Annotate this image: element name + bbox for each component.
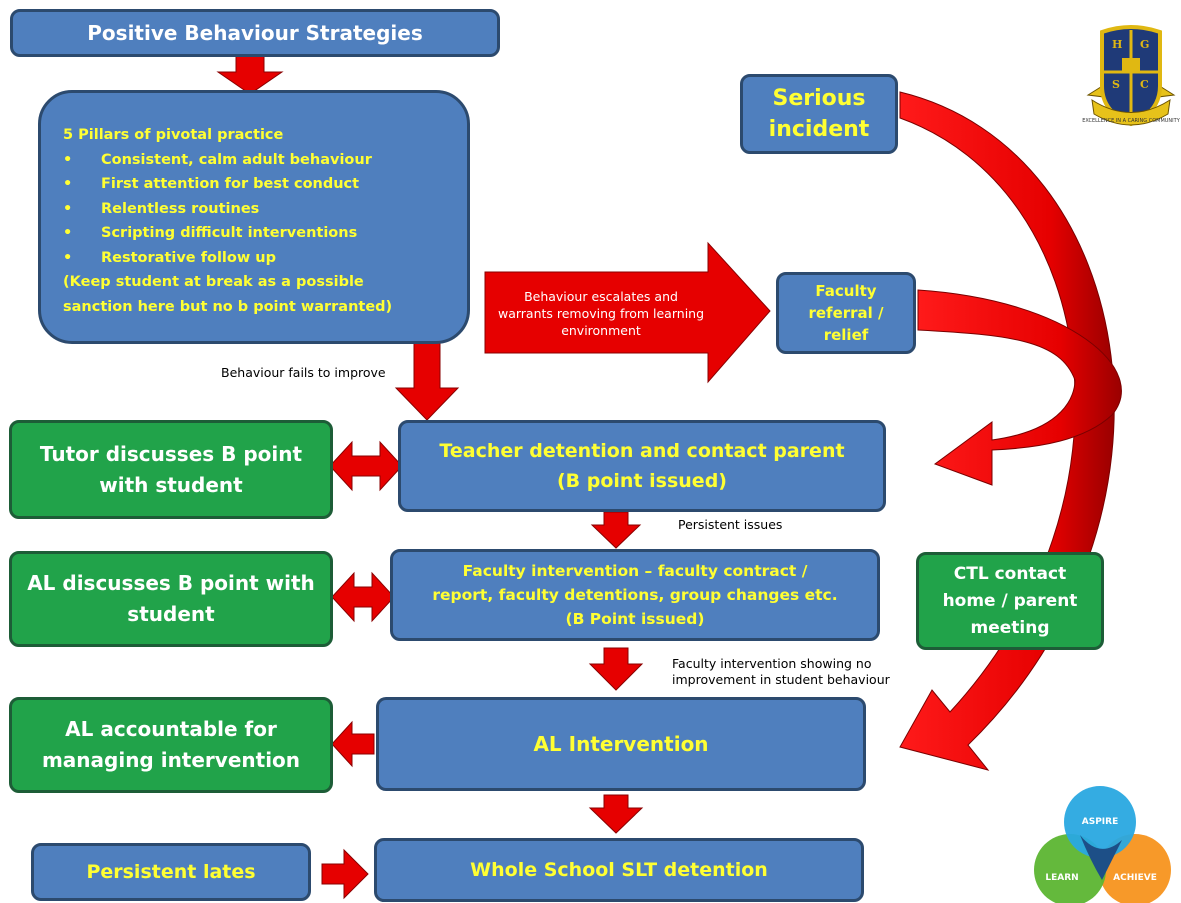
page-title: Positive Behaviour Strategies [87, 21, 423, 45]
pillars-box: 5 Pillars of pivotal practice •Consisten… [38, 90, 470, 344]
tutor-discusses-line2: with student [99, 472, 243, 497]
ctl-contact-line2: home / parent [942, 590, 1078, 611]
faculty-referral-box: Faculty referral / relief [776, 272, 916, 354]
down-arrow-title [216, 55, 284, 95]
pillars-heading: 5 Pillars of pivotal practice [63, 127, 284, 143]
faculty-intervention-line3: (B Point issued) [565, 610, 705, 628]
al-intervention-label: AL Intervention [533, 732, 709, 756]
pillars-note-line1: (Keep student at break as a possible [63, 274, 364, 290]
faculty-referral-curved-arrow [917, 289, 1122, 486]
title-box: Positive Behaviour Strategies [10, 9, 500, 57]
double-arrow-al [331, 571, 395, 623]
pillar-item-label: Relentless routines [101, 200, 260, 217]
down-arrow-slt [588, 794, 644, 834]
teacher-detention-line1: Teacher detention and contact parent [439, 440, 845, 462]
pillars-list-item: •Consistent, calm adult behaviour [63, 151, 372, 168]
serious-incident-box: Serious incident [740, 74, 898, 154]
double-arrow-tutor [329, 440, 403, 492]
faculty-referral-line3: relief [823, 326, 869, 344]
al-accountable-line1: AL accountable for [65, 717, 277, 741]
al-accountable-box: AL accountable for managing intervention [9, 697, 333, 793]
persistent-lates-box: Persistent lates [31, 843, 311, 901]
escalation-arrow-text: Behaviour escalates and warrants removin… [490, 288, 712, 339]
values-logo: ASPIRE LEARN ACHIEVE [1034, 786, 1171, 903]
pillars-note-line2: sanction here but no b point warranted) [63, 298, 393, 315]
values-achieve-label: ACHIEVE [1113, 873, 1157, 883]
teacher-detention-line2: (B point issued) [556, 470, 727, 492]
persistent-lates-label: Persistent lates [86, 861, 256, 883]
ctl-contact-box: CTL contact home / parent meeting [916, 552, 1104, 650]
pillars-list-item: •Relentless routines [63, 200, 260, 217]
down-arrow-persistent [590, 511, 642, 549]
faculty-referral-line1: Faculty [815, 282, 877, 300]
crest-letters: H G S C [1108, 38, 1154, 100]
persistent-issues-label: Persistent issues [678, 517, 783, 532]
al-accountable-line2: managing intervention [41, 748, 301, 772]
right-arrow-lates [321, 848, 369, 900]
values-aspire-label: ASPIRE [1082, 817, 1118, 827]
faculty-intervention-line2: report, faculty detentions, group change… [432, 586, 838, 604]
escalation-arrow [484, 241, 771, 384]
no-improvement-line1: Faculty intervention showing no [672, 656, 872, 671]
slt-detention-label: Whole School SLT detention [470, 859, 768, 881]
pillar-item-label: First attention for best conduct [101, 176, 360, 192]
ctl-contact-line3: meeting [970, 617, 1050, 638]
serious-incident-line1: Serious [772, 86, 866, 111]
pillar-item-label: Restorative follow up [101, 249, 277, 266]
al-intervention-box: AL Intervention [376, 697, 866, 791]
left-arrow-al-accountable [331, 720, 375, 768]
escalation-line1: Behaviour escalates and [524, 289, 678, 304]
al-discusses-line1: AL discusses B point with [27, 571, 315, 595]
faculty-referral-line2: referral / [808, 304, 884, 322]
pillars-list-item: •Restorative follow up [63, 249, 277, 266]
slt-detention-box: Whole School SLT detention [374, 838, 864, 902]
crest-letter-4: C [1140, 78, 1149, 91]
pillar-item-label: Scripting difficult interventions [101, 225, 358, 241]
escalation-line3: environment [561, 323, 641, 338]
ctl-contact-line1: CTL contact [953, 563, 1067, 584]
crest-motto: EXCELLENCE IN A CARING COMMUNITY [1082, 118, 1180, 124]
no-improvement-line2: improvement in student behaviour [672, 672, 890, 687]
faculty-intervention-line1: Faculty intervention – faculty contract … [462, 562, 808, 580]
down-arrow-no-improvement [588, 647, 644, 691]
crest-letter-3: S [1112, 78, 1120, 91]
fails-to-improve-label: Behaviour fails to improve [221, 365, 386, 380]
tutor-discusses-box: Tutor discusses B point with student [9, 420, 333, 519]
no-improvement-label: Faculty intervention showing no improvem… [672, 656, 890, 688]
escalation-line2: warrants removing from learning [497, 306, 705, 321]
values-learn-label: LEARN [1045, 873, 1078, 883]
serious-incident-line2: incident [768, 117, 870, 142]
crest-letter-2: G [1140, 38, 1150, 51]
teacher-detention-box: Teacher detention and contact parent (B … [398, 420, 886, 512]
crest-letter-1: H [1112, 38, 1123, 51]
al-discusses-box: AL discusses B point with student [9, 551, 333, 647]
school-crest-logo: EXCELLENCE IN A CARING COMMUNITY [1082, 25, 1181, 127]
al-discusses-line2: student [127, 602, 215, 626]
faculty-intervention-box: Faculty intervention – faculty contract … [390, 549, 880, 641]
pillars-list-item: •First attention for best conduct [63, 176, 360, 192]
tutor-discusses-line1: Tutor discusses B point [39, 441, 303, 466]
pillar-item-label: Consistent, calm adult behaviour [101, 151, 372, 168]
pillars-list-item: •Scripting difficult interventions [63, 225, 358, 241]
